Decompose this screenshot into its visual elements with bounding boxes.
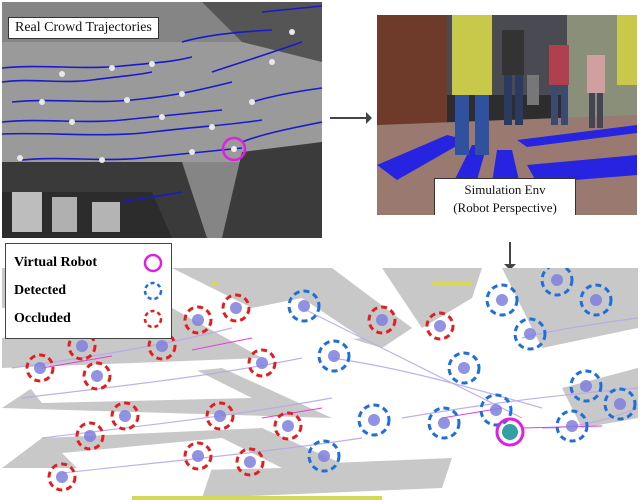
trajectory-lines	[2, 5, 322, 203]
legend-item-virtual-robot: Virtual Robot	[14, 252, 164, 274]
real-robot-marker	[221, 136, 247, 162]
legend: Virtual Robot Detected Occluded	[5, 243, 172, 339]
legend-label-occluded: Occluded	[14, 311, 71, 326]
arrow-right-icon	[330, 112, 372, 124]
robot-symbol-icon	[143, 253, 163, 273]
simulation-panel: Simulation Env (Robot Perspective)	[377, 15, 637, 215]
simulated-pedestrians	[452, 15, 637, 155]
simulation-label: Simulation Env (Robot Perspective)	[434, 178, 576, 215]
real-crowd-panel: Real Crowd Trajectories	[2, 2, 322, 238]
occlusion-map	[2, 268, 638, 500]
real-crowd-image	[2, 2, 322, 238]
simulation-label-line1: Simulation Env	[464, 182, 546, 197]
arrow-down-icon	[504, 242, 516, 270]
occluded-agents	[25, 293, 455, 492]
detected-symbol-icon	[143, 281, 163, 301]
virtual-robot-marker	[495, 417, 525, 447]
legend-label-detected: Detected	[14, 283, 67, 298]
legend-label-virtual-robot: Virtual Robot	[14, 255, 98, 270]
legend-item-detected: Detected	[14, 280, 164, 302]
occluded-symbol-icon	[143, 309, 163, 329]
legend-item-occluded: Occluded	[14, 308, 164, 330]
pedestrian-dots	[17, 29, 295, 163]
real-crowd-label: Real Crowd Trajectories	[8, 17, 159, 39]
simulation-label-line2: (Robot Perspective)	[453, 200, 557, 215]
detected-agents	[287, 268, 637, 473]
